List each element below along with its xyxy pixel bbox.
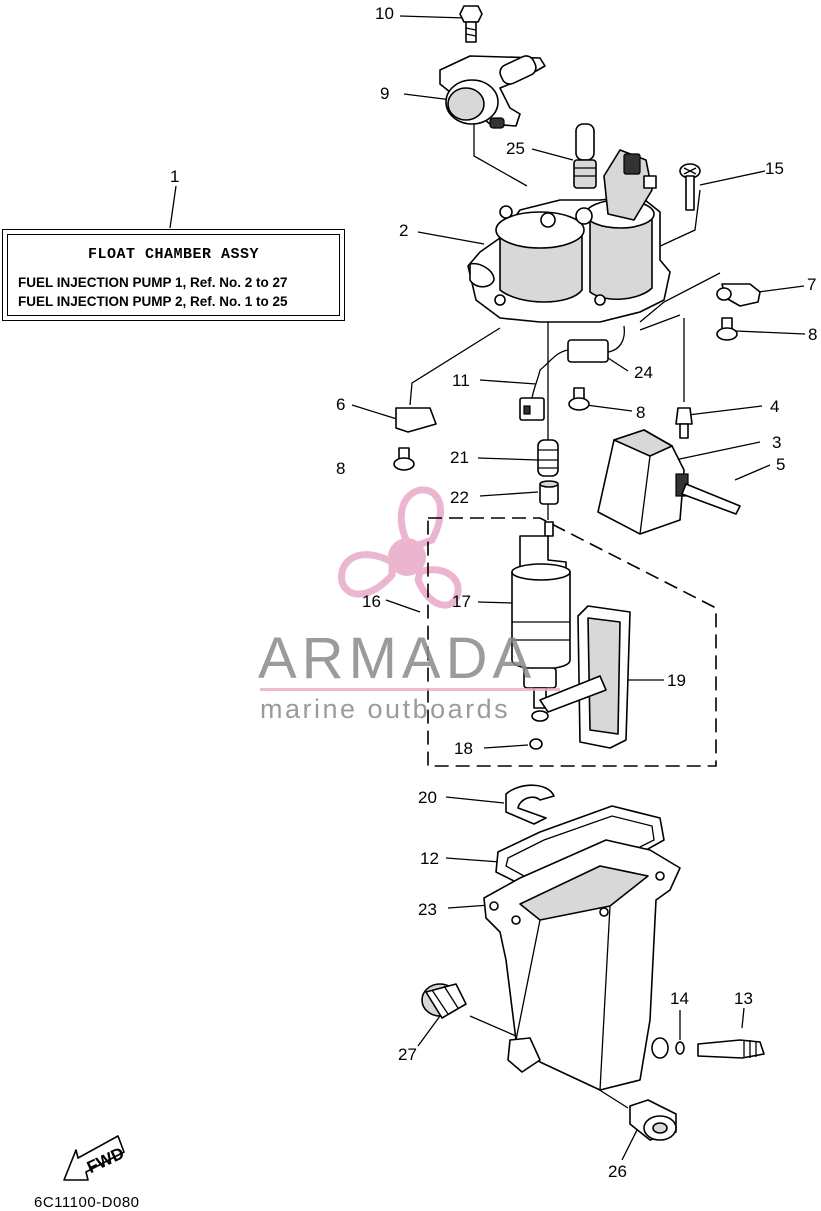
callout-14: 14 (670, 989, 689, 1008)
assembly-note-2: FUEL INJECTION PUMP 2, Ref. No. 1 to 25 (18, 294, 288, 309)
part-2-housing (467, 149, 671, 323)
callout-8-middle: 8 (636, 403, 645, 422)
assembly-title: FLOAT CHAMBER ASSY (87, 246, 260, 263)
title-box-frame: FLOAT CHAMBER ASSY FUEL INJECTION PUMP 1… (7, 234, 340, 316)
part-6-plate (395, 407, 437, 433)
part-7-clamp (716, 283, 761, 307)
part-11-lead (519, 349, 569, 421)
part-9-regulator (439, 55, 546, 129)
callout-13: 13 (734, 989, 753, 1008)
callout-12: 12 (420, 849, 439, 868)
watermark-tagline: marine outboards (260, 694, 511, 724)
part-10-bolt (459, 5, 483, 43)
part-4-plug (675, 407, 693, 439)
callout-16: 16 (362, 592, 381, 611)
part-8-screw-c (393, 447, 415, 471)
callout-7: 7 (807, 275, 816, 294)
watermark-divider (260, 688, 560, 691)
callout-26: 26 (608, 1162, 627, 1181)
callout-2: 2 (399, 221, 408, 240)
callout-10: 10 (375, 4, 394, 23)
pump-assembly-outline (427, 517, 717, 767)
part-21-grommet (537, 439, 559, 477)
diagram-code: 6C11100-D080 (34, 1194, 140, 1211)
part-3-cover (597, 429, 689, 535)
callout-19: 19 (667, 671, 686, 690)
callout-23: 23 (418, 900, 437, 919)
part-26-drain-screw (629, 1099, 677, 1141)
part-25-sensor (573, 123, 597, 189)
callout-5: 5 (776, 455, 785, 474)
part-18-clip (529, 738, 543, 750)
part-8-screw-a (716, 317, 738, 341)
part-19-filter (539, 605, 631, 749)
callout-9: 9 (380, 84, 389, 103)
callout-20: 20 (418, 788, 437, 807)
part-14-oring (675, 1041, 685, 1055)
watermark-brand: ARMADA (258, 626, 537, 691)
callout-15: 15 (765, 159, 784, 178)
callout-17: 17 (452, 592, 471, 611)
part-5-pin (681, 483, 741, 515)
callout-labels: 1 10 9 25 15 2 7 8 11 24 8 4 6 3 8 21 5 … (170, 4, 817, 1181)
callout-4: 4 (770, 397, 779, 416)
callout-24: 24 (634, 363, 653, 382)
fwd-arrow-icon: FWD (63, 1135, 127, 1181)
propeller-logo-icon (338, 486, 462, 609)
part-8-screw-b (568, 387, 590, 411)
part-24-bracket (567, 325, 626, 363)
assembly-note-1: FUEL INJECTION PUMP 1, Ref. No. 2 to 27 (18, 275, 288, 290)
callout-18: 18 (454, 739, 473, 758)
leader-lines (169, 15, 806, 1161)
callout-1: 1 (170, 167, 179, 186)
callout-8-right: 8 (808, 325, 817, 344)
callout-8-left: 8 (336, 459, 345, 478)
part-20-holder (505, 784, 555, 825)
part-23-float-chamber (483, 839, 681, 1091)
parts-title-box: FLOAT CHAMBER ASSY FUEL INJECTION PUMP 1… (2, 229, 345, 321)
callout-11: 11 (452, 371, 470, 390)
callout-27: 27 (398, 1045, 417, 1064)
callout-25: 25 (506, 139, 525, 158)
part-13-bolt (697, 1039, 765, 1059)
part-15-screw (679, 163, 701, 211)
callout-3: 3 (772, 433, 781, 452)
callout-21: 21 (450, 448, 469, 467)
callout-22: 22 (450, 488, 469, 507)
part-22-bushing (539, 480, 559, 505)
part-27-plug (421, 983, 467, 1019)
callout-6: 6 (336, 395, 345, 414)
